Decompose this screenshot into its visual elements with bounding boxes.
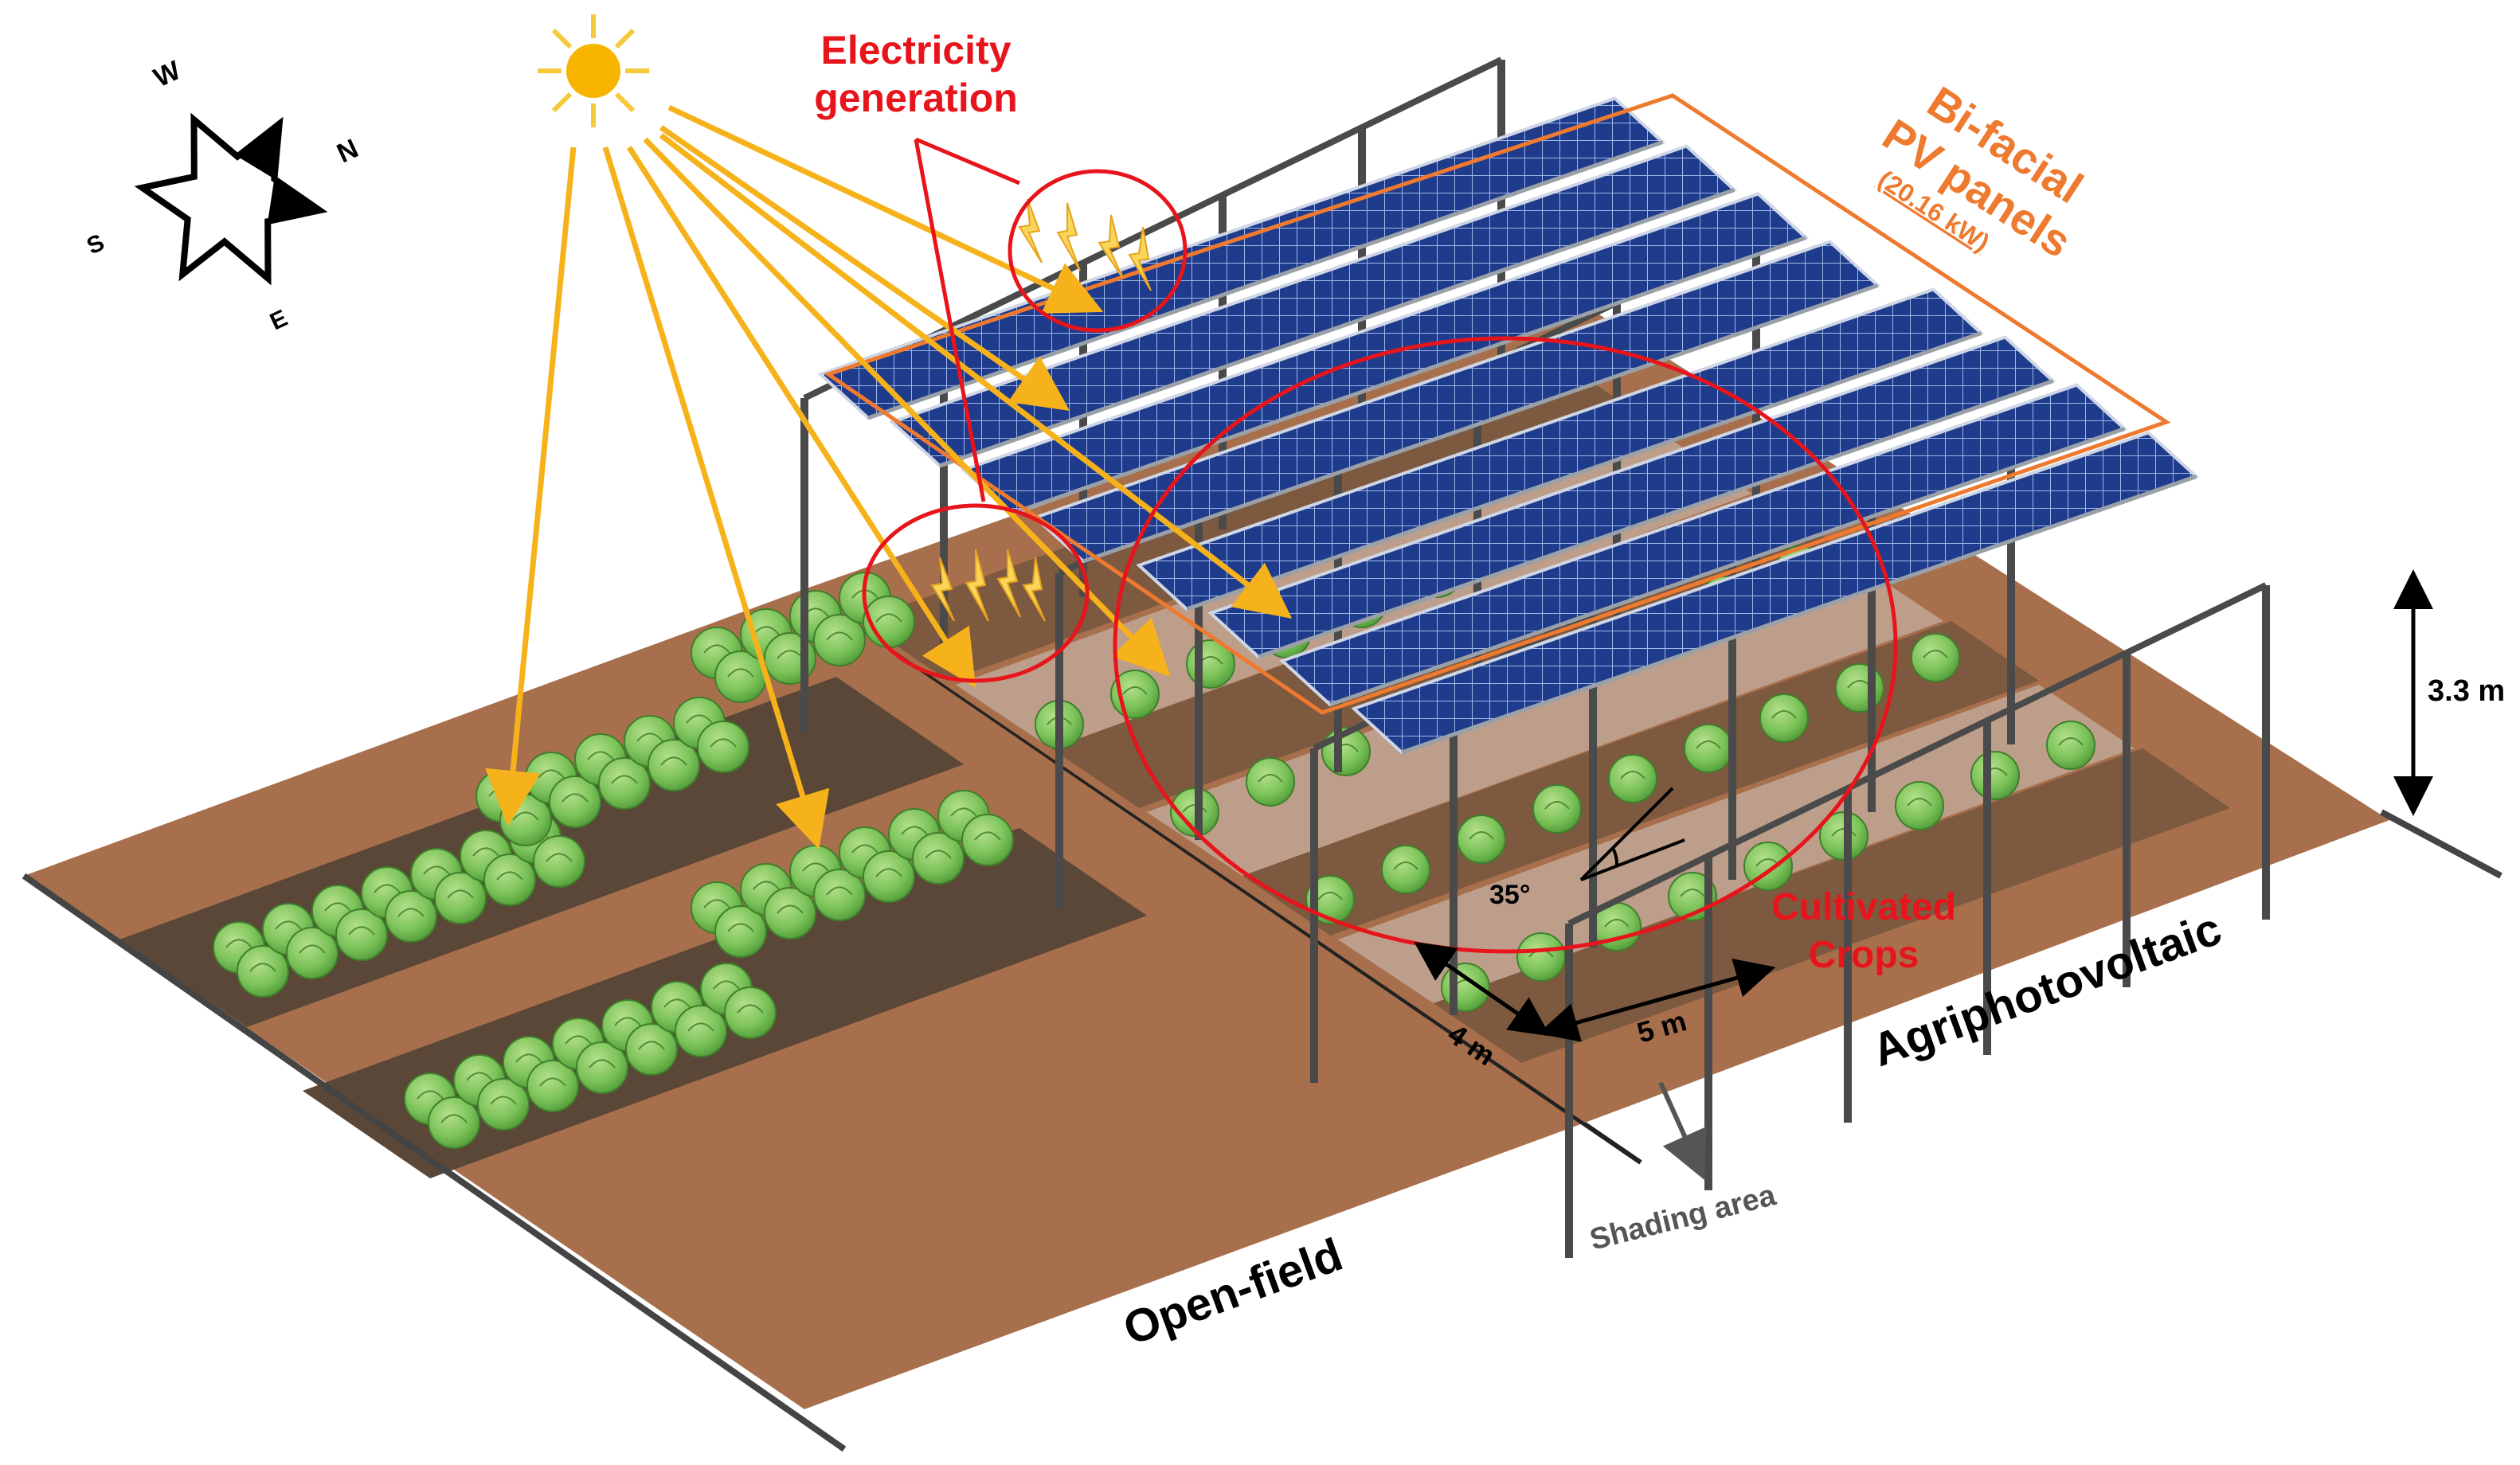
cabbage (863, 850, 915, 903)
cabbage (1970, 751, 2020, 800)
cabbage (813, 614, 866, 666)
compass-icon: N W S E (83, 55, 363, 335)
compass-north: N (332, 133, 362, 169)
cabbage (1911, 633, 1960, 682)
cabbage (286, 927, 338, 979)
callout-line (914, 139, 986, 502)
cabbage (724, 986, 777, 1039)
cabbage (1246, 757, 1295, 807)
cultivated-crops-label-1: Cultivated (1771, 886, 1956, 928)
cabbage (697, 721, 749, 773)
cabbage (477, 1078, 530, 1131)
cabbage (1608, 754, 1657, 803)
bifacial-generation-circle (862, 503, 1090, 683)
compass-west: W (149, 55, 186, 93)
cabbage (714, 905, 767, 958)
open-field-crops (213, 572, 1014, 1149)
cabbage (576, 1041, 628, 1094)
cabbage (526, 1060, 579, 1112)
cabbage (434, 872, 487, 924)
shading-band (1147, 557, 1943, 876)
compass-east: E (266, 305, 292, 335)
shading-area-label: Shading area (1587, 1178, 1780, 1257)
callout-line (915, 137, 1020, 186)
support-beam (1567, 582, 2268, 927)
cabbage (1532, 784, 1582, 834)
cabbage (1381, 845, 1430, 894)
height-dimension-label: 3.3 m (2428, 674, 2505, 708)
cabbage (1457, 815, 1506, 864)
sun-rays (485, 104, 1293, 850)
cabbage (625, 1023, 678, 1076)
cabbage (912, 832, 965, 885)
electricity-generation-label-1: Electricity (820, 28, 1011, 72)
cabbage (237, 945, 289, 998)
panel-generation-circle (1008, 169, 1188, 333)
cabbage (675, 1005, 727, 1057)
cabbage (549, 775, 601, 828)
tilt-angle-indicator (1579, 787, 1685, 881)
sun-icon (538, 14, 649, 127)
cabbage (1684, 724, 1733, 773)
electricity-generation-label-2: generation (814, 76, 1018, 120)
cabbage (385, 890, 437, 943)
cabbage (1592, 902, 1642, 951)
cabbage (533, 835, 585, 888)
cabbage (1759, 693, 1809, 743)
cabbage (335, 908, 388, 961)
bifacial-outline (824, 93, 2171, 715)
cabbage (2046, 721, 2095, 770)
compass-south: S (83, 229, 108, 260)
cabbage (1516, 932, 1566, 982)
pv-panel-rows (817, 96, 2200, 755)
cabbage (648, 739, 700, 791)
tilt-angle-label: 35° (1489, 880, 1530, 910)
cabbage (483, 854, 536, 906)
dimension-arrows (1414, 569, 2433, 1042)
cabbage (1835, 663, 1884, 713)
shading-arrow (1658, 1081, 1707, 1180)
cabbage (714, 650, 767, 703)
cabbage (428, 1096, 480, 1149)
cultivated-crops-label-2: Crops (1809, 934, 1919, 976)
cabbage (598, 757, 651, 810)
cabbage (813, 869, 866, 921)
cabbage (961, 814, 1014, 866)
electricity-bolts (930, 198, 1152, 622)
cabbage (764, 887, 816, 940)
cabbage (1895, 781, 1944, 830)
